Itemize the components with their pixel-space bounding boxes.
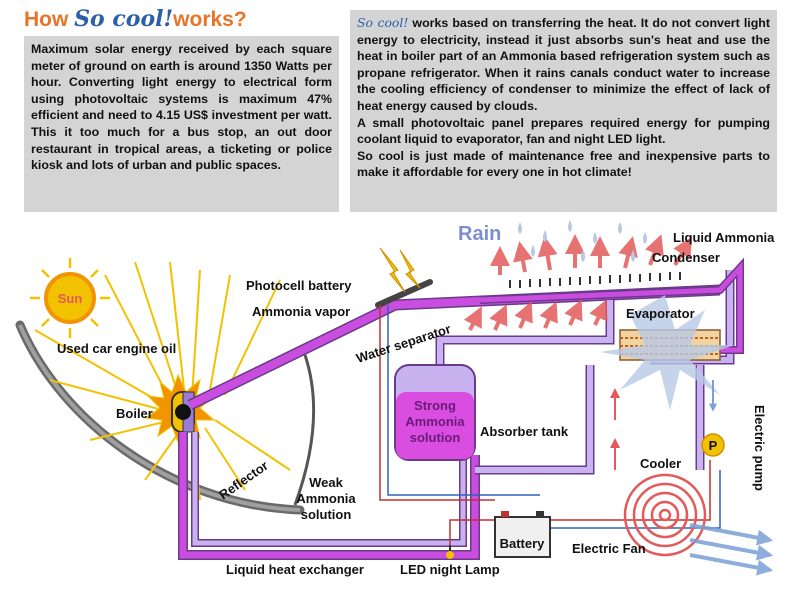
led-lamp-label: LED night Lamp bbox=[400, 562, 500, 577]
tank-label-line1: Strong bbox=[414, 398, 456, 413]
boiler-icon bbox=[171, 391, 195, 433]
tank-label-line2: Ammonia bbox=[405, 414, 465, 429]
led-lamp-icon bbox=[446, 545, 454, 559]
liquid-heat-exchanger-pipe bbox=[178, 432, 480, 560]
ammonia-vapor-label: Ammonia vapor bbox=[252, 304, 350, 319]
cooler-label: Cooler bbox=[640, 456, 681, 471]
weak-solution-label-line3: solution bbox=[301, 507, 352, 522]
electric-fan-arrows bbox=[689, 523, 774, 576]
intro-text: Maximum solar energy received by each sq… bbox=[31, 42, 332, 173]
lightning-icon bbox=[379, 247, 421, 293]
description-paragraph-1: works based on transferring the heat. It… bbox=[357, 16, 770, 113]
heat-release-arrows bbox=[463, 234, 693, 331]
reflector-back bbox=[293, 354, 316, 506]
page-title: How So cool!works? bbox=[24, 6, 247, 32]
photocell-panel-icon bbox=[375, 279, 433, 308]
electric-fan-label: Electric Fan bbox=[572, 541, 646, 556]
rain-drops bbox=[518, 220, 647, 262]
liquid-ammonia-label: Liquid Ammonia bbox=[673, 230, 775, 245]
used-oil-label: Used car engine oil bbox=[57, 341, 176, 356]
weak-solution-label-line2: Ammonia bbox=[296, 491, 356, 506]
intro-text-panel: Maximum solar energy received by each sq… bbox=[24, 36, 339, 212]
condenser-label: Condenser bbox=[652, 250, 720, 265]
tank-label-line3: solution bbox=[410, 430, 461, 445]
brand-name: So cool! bbox=[74, 6, 174, 32]
electric-pump-label: Electric pump bbox=[752, 405, 767, 491]
electric-pump-icon bbox=[701, 433, 725, 457]
pump-symbol: P bbox=[709, 438, 718, 453]
rain-label: Rain bbox=[458, 223, 501, 245]
reflector-label: Reflector bbox=[216, 458, 271, 503]
photocell-battery-label: Photocell battery bbox=[246, 278, 352, 293]
description-paragraph-3: So cool is just made of maintenance free… bbox=[357, 148, 770, 180]
description-paragraph-2: A small photovoltaic panel prepares requ… bbox=[357, 115, 770, 147]
brand-name-small: So cool! bbox=[357, 15, 409, 30]
absorber-tank-label: Absorber tank bbox=[480, 424, 569, 439]
description-text-panel: So cool! works based on transferring the… bbox=[350, 10, 777, 212]
absorber-tank bbox=[394, 364, 476, 461]
battery-icon bbox=[494, 511, 551, 558]
condenser-fins bbox=[509, 272, 681, 288]
weak-solution-label-line1: Weak bbox=[309, 475, 343, 490]
sun-icon bbox=[30, 258, 110, 338]
evaporator-label: Evaporator bbox=[626, 306, 695, 321]
sun-label: Sun bbox=[58, 291, 83, 306]
heat-exchanger-label: Liquid heat exchanger bbox=[226, 562, 364, 577]
electrical-wires bbox=[379, 305, 721, 545]
boiler-label: Boiler bbox=[116, 406, 153, 421]
battery-label: Battery bbox=[500, 536, 546, 551]
cooler-spiral-icon bbox=[623, 473, 707, 557]
cold-burst-icon bbox=[600, 295, 735, 410]
